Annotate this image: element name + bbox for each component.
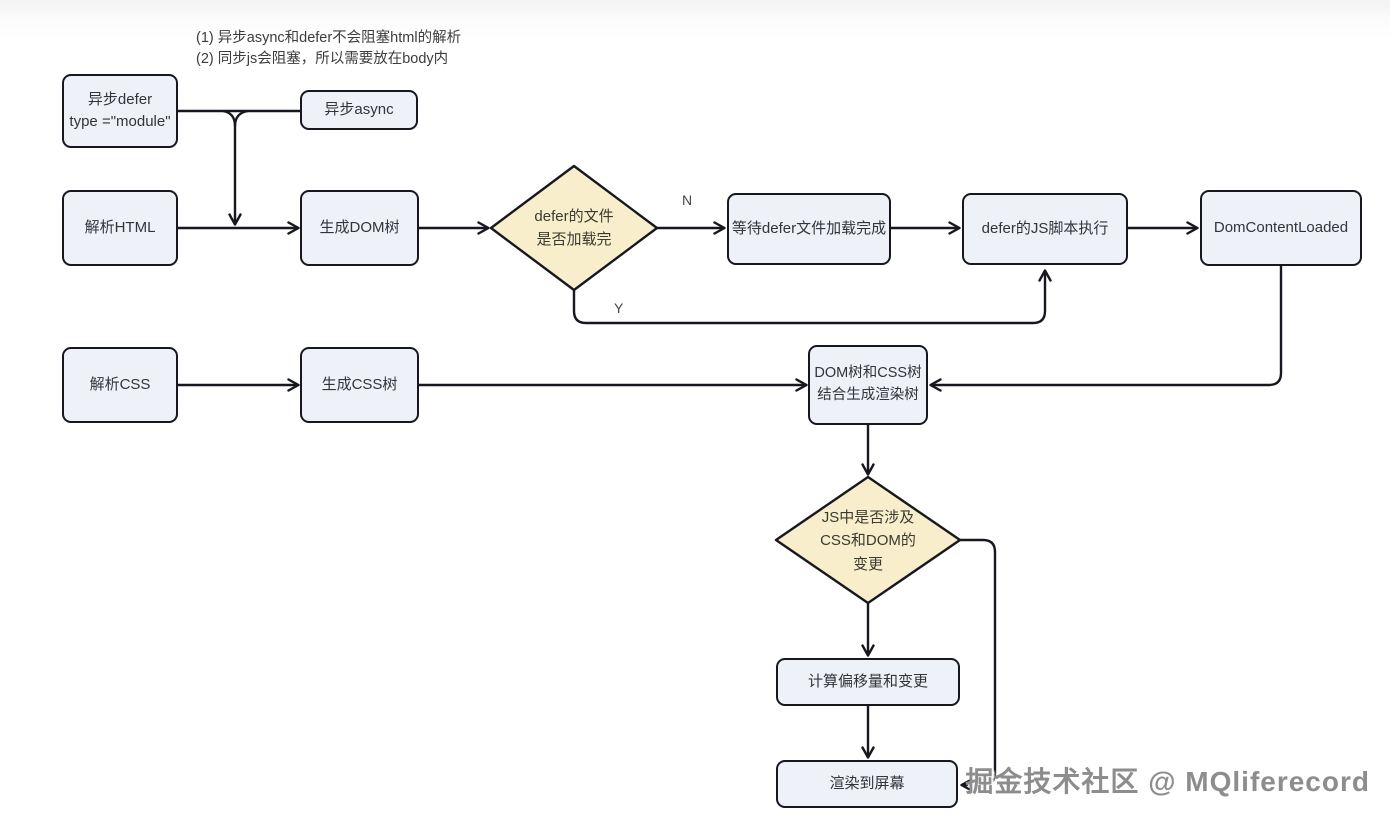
- node-wait-defer-label: 等待defer文件加载完成: [731, 219, 887, 237]
- node-parse-html-label: 解析HTML: [84, 218, 156, 236]
- node-dom-content-loaded: DomContentLoaded: [1200, 190, 1362, 266]
- node-dom-content-loaded-label: DomContentLoaded: [1213, 218, 1349, 236]
- edge-branch-curve: [235, 111, 248, 126]
- node-gen-dom: 生成DOM树: [300, 190, 419, 266]
- edge-branch-down: [223, 111, 235, 224]
- node-calc-offset-label: 计算偏移量和变更: [807, 672, 928, 690]
- node-wait-defer: 等待defer文件加载完成: [727, 193, 891, 265]
- edge-label-yes: Y: [614, 300, 624, 316]
- node-defer-exec: defer的JS脚本执行: [962, 193, 1128, 265]
- edge-label-no: N: [682, 192, 693, 208]
- node-render-tree: DOM树和CSS树 结合生成渲染树: [808, 345, 928, 425]
- edge-diamond2-renderscreen: [960, 540, 995, 785]
- node-parse-css-label: 解析CSS: [89, 375, 151, 393]
- node-parse-html: 解析HTML: [62, 190, 178, 266]
- node-render-screen-label: 渲染到屏幕: [829, 774, 905, 792]
- edge-yes-path: [574, 271, 1045, 323]
- node-gen-css: 生成CSS树: [300, 347, 419, 423]
- note-line-1: (1) 异步async和defer不会阻塞html的解析: [196, 30, 462, 46]
- node-render-screen: 渲染到屏幕: [776, 760, 958, 808]
- node-defer-module: 异步defer type ="module": [62, 74, 178, 148]
- node-defer-exec-label: defer的JS脚本执行: [981, 219, 1109, 237]
- node-gen-css-label: 生成CSS树: [321, 375, 398, 393]
- edge-dcl-rendertree: [931, 266, 1281, 385]
- node-render-tree-line2: 结合生成渲染树: [817, 387, 919, 403]
- node-defer-module-line2: type ="module": [69, 113, 171, 130]
- node-async: 异步async: [300, 90, 418, 130]
- decision-js-changes-shape: [776, 477, 960, 603]
- node-calc-offset: 计算偏移量和变更: [776, 658, 960, 706]
- decision-defer-loaded-shape: [491, 166, 657, 290]
- node-parse-css: 解析CSS: [62, 347, 178, 423]
- note-line-2: (2) 同步js会阻塞，所以需要放在body内: [196, 51, 449, 68]
- node-render-tree-line1: DOM树和CSS树: [814, 365, 922, 382]
- node-defer-module-line1: 异步defer: [87, 90, 153, 108]
- node-async-label: 异步async: [324, 100, 394, 118]
- note-async-defer: (1) 异步async和defer不会阻塞html的解析 (2) 同步js会阻塞…: [196, 28, 461, 70]
- node-gen-dom-label: 生成DOM树: [319, 218, 400, 236]
- watermark: 掘金技术社区 @ MQliferecord: [965, 766, 1370, 797]
